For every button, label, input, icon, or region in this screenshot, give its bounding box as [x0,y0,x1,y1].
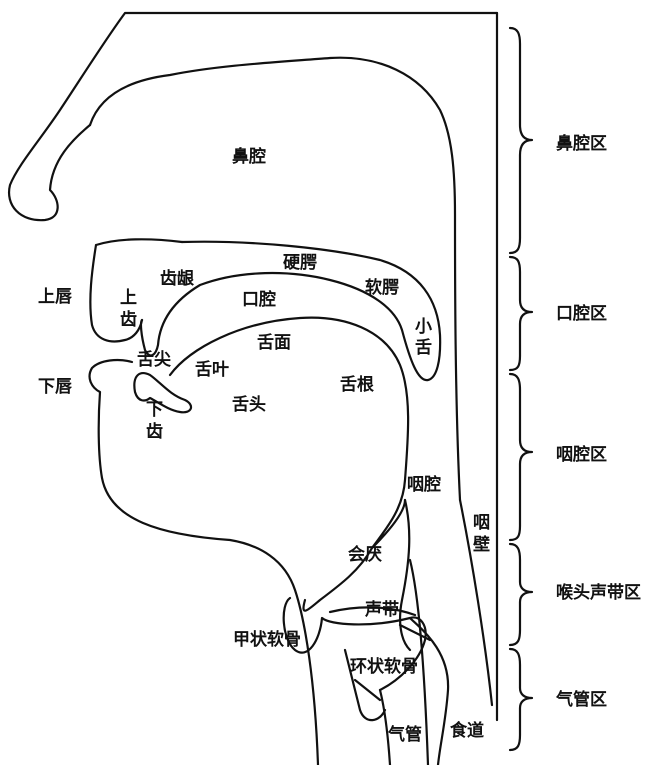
label-upper-teeth-2: 齿 [120,309,137,330]
label-cricoid-cartilage: 环状软骨 [350,656,418,677]
lower-lip-jaw-outline [90,360,318,765]
label-pharyngeal-wall-1: 咽 [473,513,490,533]
label-tongue-root: 舌根 [340,374,374,395]
label-upper-teeth-1: 上 [120,288,137,308]
label-tongue-front: 舌头 [232,394,266,415]
label-tongue-tip: 舌尖 [137,349,172,370]
label-pharynx: 咽腔 [407,474,441,495]
brace-tracheal-region [510,649,532,750]
label-pharyngeal-region: 咽腔区 [556,444,607,465]
brace-laryngeal-region [510,544,532,645]
label-hard-palate: 硬腭 [283,253,317,273]
label-trachea: 气管 [387,724,422,745]
label-lower-teeth-1: 下 [146,400,163,420]
brace-nasal-region [510,28,532,253]
label-esophagus: 食道 [450,720,484,741]
label-vocal-cords: 声带 [364,599,399,620]
label-epiglottis: 会厌 [348,544,382,565]
label-nasal-region: 鼻腔区 [556,133,607,154]
label-laryngeal-region: 喉头声带区 [556,582,641,603]
label-pharyngeal-wall-2: 壁 [473,534,490,555]
label-oral-cavity: 口腔 [242,289,276,310]
label-uvula-2: 舌 [415,337,432,358]
head-nose-outline [9,13,497,220]
label-oral-region: 口腔区 [556,303,607,324]
brace-pharyngeal-region [510,374,532,540]
label-thyroid-cartilage: 甲状软骨 [233,629,301,650]
label-alveolar-ridge: 齿龈 [160,268,195,289]
label-lower-teeth-2: 齿 [146,421,163,442]
neck-back-outline [460,13,497,720]
label-nasal-cavity: 鼻腔 [232,146,266,167]
label-soft-palate: 软腭 [365,277,399,298]
label-tongue-surface: 舌面 [257,332,291,353]
label-lower-lip: 下唇 [38,377,73,397]
label-uvula-1: 小 [415,317,432,337]
label-tongue-blade: 舌叶 [195,359,229,380]
label-tracheal-region: 气管区 [555,689,607,710]
brace-oral-region [510,257,532,370]
label-upper-lip: 上唇 [38,287,73,307]
